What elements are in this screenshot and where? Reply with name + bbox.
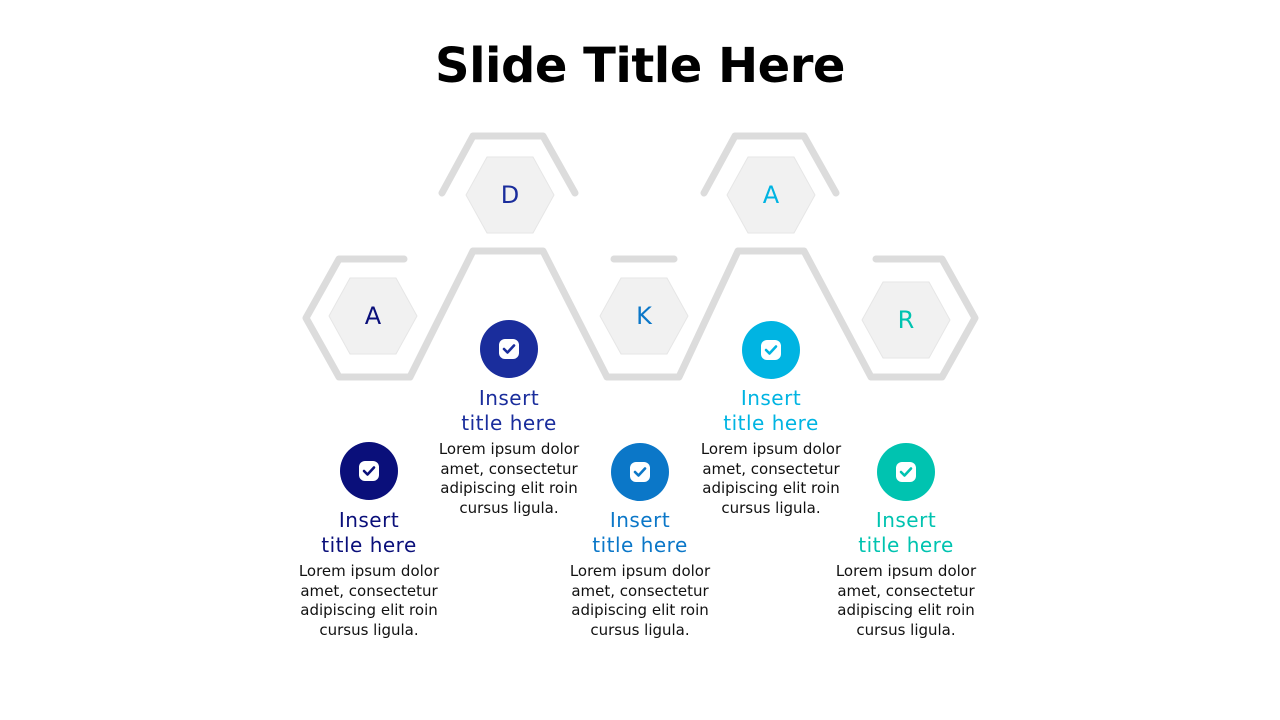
hexagon-shape (726, 156, 816, 234)
frame-cap-a2 (700, 132, 840, 197)
step-3-description: Lorem ipsum dolor amet, consectetur adip… (569, 562, 711, 639)
frame-cap-d (438, 132, 579, 197)
hex-tile-d: D (465, 155, 555, 235)
step-3-title: Insert title here (592, 508, 688, 557)
hex-tile-r: R (861, 280, 951, 360)
step-3-badge (611, 443, 669, 501)
hex-tile-k: K (599, 276, 689, 356)
step-1-title: Insert title here (321, 508, 417, 557)
hex-letter-label: A (762, 181, 780, 209)
hexagon-shape (328, 277, 418, 355)
step-5-title: Insert title here (858, 508, 954, 557)
step-5-badge (877, 443, 935, 501)
step-4-description: Lorem ipsum dolor amet, consectetur adip… (700, 440, 842, 517)
hexagon-shape (465, 156, 555, 234)
check-square-icon (630, 462, 650, 482)
check-square-icon (499, 339, 519, 359)
step-2-title: Insert title here (461, 386, 557, 435)
hexagon-shape (861, 281, 951, 359)
hex-letter-label: A (364, 302, 382, 330)
check-square-icon (761, 340, 781, 360)
step-4-title: Insert title here (723, 386, 819, 435)
step-2-description: Lorem ipsum dolor amet, consectetur adip… (438, 440, 580, 517)
hexagon-shape (599, 277, 689, 355)
slide-title: Slide Title Here (435, 38, 845, 94)
step-5-description: Lorem ipsum dolor amet, consectetur adip… (835, 562, 977, 639)
hex-letter-label: D (500, 181, 520, 209)
hex-tile-a: A (328, 276, 418, 356)
step-1-description: Lorem ipsum dolor amet, consectetur adip… (298, 562, 440, 639)
check-square-icon (359, 461, 379, 481)
step-2-badge (480, 320, 538, 378)
frame-zigzag-main (302, 247, 979, 381)
step-1-badge (340, 442, 398, 500)
check-square-icon (896, 462, 916, 482)
hex-letter-label: R (897, 306, 915, 334)
step-4-badge (742, 321, 800, 379)
hex-tile-a2: A (726, 155, 816, 235)
hex-letter-label: K (636, 302, 652, 330)
